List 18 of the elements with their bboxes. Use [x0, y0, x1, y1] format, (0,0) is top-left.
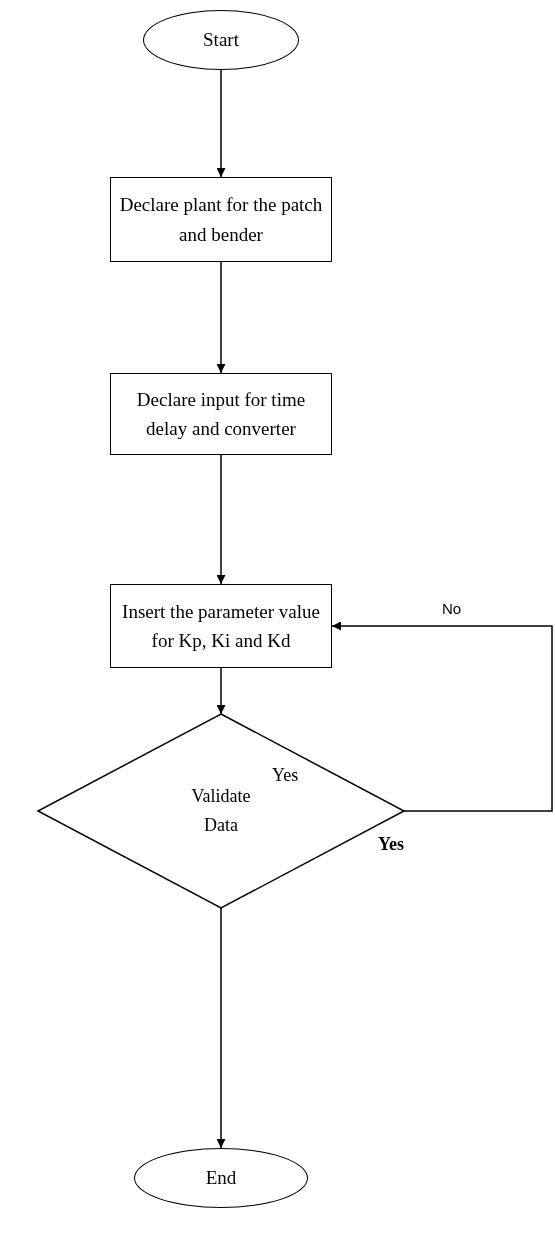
process-box: [110, 177, 332, 262]
arrow: [216, 69, 226, 178]
decision-text: Validate Data: [190, 785, 252, 837]
note-label: Yes: [272, 765, 299, 786]
arrow: [216, 667, 226, 715]
arrow: [216, 454, 226, 585]
process-box: [110, 373, 332, 455]
arrow: [331, 621, 553, 812]
decision-diamond: [38, 714, 404, 908]
node-text: Insert the parameter value for Kp, Ki and Kd: [121, 599, 321, 653]
process-box: [110, 584, 332, 668]
note-label: Yes: [378, 834, 404, 855]
node-text: Start: [203, 28, 239, 53]
arrow: [216, 907, 226, 1149]
node-text: Declare input for time delay and converter: [135, 387, 307, 441]
node-text: Declare plant for the patch and bender: [119, 193, 323, 247]
arrow: [216, 261, 226, 374]
node-text: End: [205, 1166, 237, 1191]
